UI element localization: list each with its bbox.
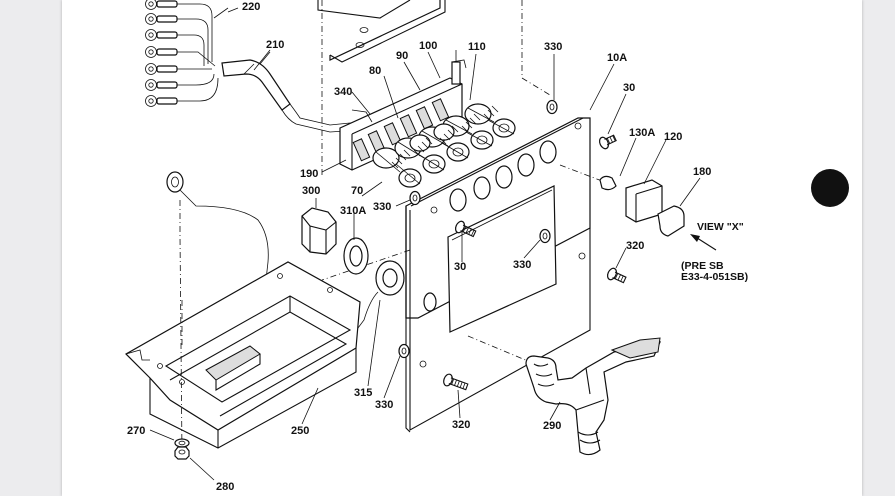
view-arrowhead (690, 234, 700, 242)
callout-330-left: 330 (373, 201, 391, 213)
callout-340: 340 (334, 86, 352, 98)
enclosure-tray (125, 200, 361, 455)
nut-washer-ring (301, 207, 405, 337)
callout-100: 100 (419, 40, 437, 52)
callout-80: 80 (369, 65, 381, 77)
callout-labels: 220 210 90 100 110 80 340 330 10A 30 130… (127, 1, 711, 493)
fasteners-270-280 (174, 438, 190, 460)
callout-320-right: 320 (626, 240, 644, 252)
screws (443, 134, 627, 391)
callout-70: 70 (351, 185, 363, 197)
front-panel (321, 117, 611, 433)
view-x-label: VIEW "X" (697, 221, 744, 233)
callout-250: 250 (291, 425, 309, 437)
wire-harness-220 (145, 0, 361, 133)
indicator-parts (599, 175, 685, 237)
callout-330-mid: 330 (513, 259, 531, 271)
connector-block (339, 50, 516, 188)
callout-280: 280 (216, 481, 234, 493)
callout-30-top: 30 (623, 82, 635, 94)
callout-300: 300 (302, 185, 320, 197)
callout-30-mid: 30 (454, 261, 466, 273)
round-connectors (372, 103, 516, 188)
leader-lines (149, 7, 701, 481)
callout-290: 290 (543, 420, 561, 432)
faucet-290 (525, 337, 662, 456)
top-bracket (317, 0, 551, 178)
callout-330-bottom: 330 (375, 399, 393, 411)
bonding-wire (166, 171, 269, 281)
washers (398, 99, 558, 359)
callout-180: 180 (693, 166, 711, 178)
callout-330-top: 330 (544, 41, 562, 53)
callout-90: 90 (396, 50, 408, 62)
callout-120: 120 (664, 131, 682, 143)
callout-270: 270 (127, 425, 145, 437)
callout-310A: 310A (340, 205, 366, 217)
callout-10A: 10A (607, 52, 627, 64)
callout-130A: 130A (629, 127, 655, 139)
callout-320-bottom: 320 (452, 419, 470, 431)
callout-190: 190 (300, 168, 318, 180)
page-marker-dot (811, 169, 849, 207)
callout-315: 315 (354, 387, 372, 399)
pre-sb-note-line2: E33-4-051SB) (681, 271, 748, 283)
callout-220: 220 (242, 1, 260, 13)
callout-110: 110 (468, 41, 486, 53)
callout-210: 210 (266, 39, 284, 51)
pre-sb-note-line1: (PRE SB (681, 260, 724, 272)
